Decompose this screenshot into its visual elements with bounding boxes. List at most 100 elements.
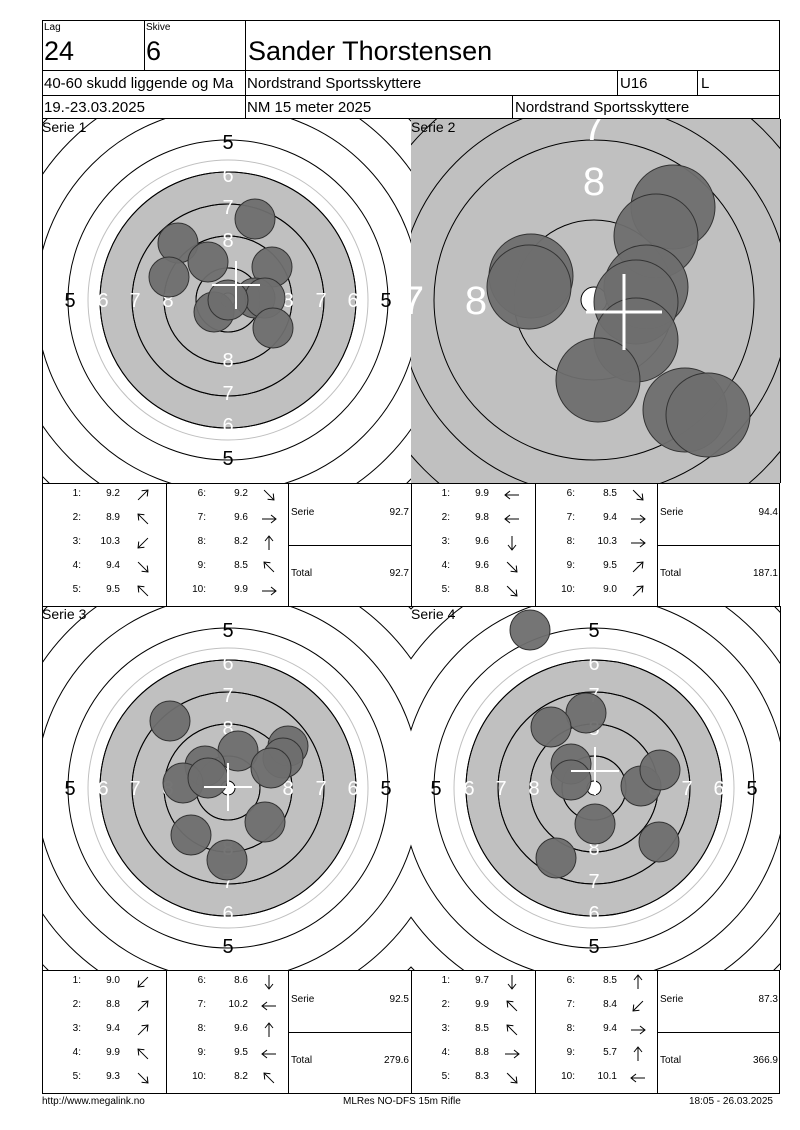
shot-hole	[665, 372, 751, 458]
shot-value: 9.4	[603, 512, 617, 523]
direction-arrow-icon	[630, 1073, 645, 1083]
direction-arrow-icon	[137, 585, 149, 597]
shot-number: 10:	[192, 584, 206, 595]
total-label: Total	[660, 1055, 682, 1066]
target-ring-number: 7	[315, 778, 326, 800]
shot-number: 7:	[566, 512, 575, 523]
total-value: 366.9	[752, 1055, 778, 1066]
shot-value: 8.6	[234, 975, 248, 986]
shot-hole	[639, 749, 681, 791]
shot-row: 7: 9.4	[535, 512, 657, 528]
shot-hole	[207, 279, 249, 321]
target-ring-number: 5	[222, 448, 233, 470]
target-ring-number: 7	[315, 290, 326, 312]
shot-number: 6:	[566, 975, 575, 986]
shot-row: 3:9.6	[412, 536, 534, 552]
target-ring-number: 5	[430, 778, 441, 800]
shot-number: 6:	[566, 488, 575, 499]
shot-hole	[535, 837, 577, 879]
direction-arrow-icon	[506, 561, 518, 573]
direction-arrow-icon	[263, 489, 275, 501]
target-ring-number: 8	[222, 230, 233, 252]
shot-row: 1:9.7	[412, 975, 534, 991]
shot-number: 4:	[72, 560, 81, 571]
serie-1-label: Serie 1	[42, 119, 87, 135]
direction-arrow-icon	[137, 976, 149, 988]
total-value: 279.6	[383, 1055, 409, 1066]
table-divider	[657, 1032, 780, 1033]
serie-4-label: Serie 4	[411, 606, 456, 622]
shot-value: 9.6	[475, 560, 489, 571]
serie-3-label: Serie 3	[42, 606, 87, 622]
target-ring	[163, 235, 293, 365]
shot-value: 8.3	[475, 1071, 489, 1082]
shot-value: 9.4	[106, 560, 120, 571]
shot-number: 5:	[72, 1071, 81, 1082]
direction-arrow-icon	[263, 1072, 275, 1084]
shot-row: 9:9.5	[535, 560, 657, 576]
direction-arrow-icon	[261, 1049, 276, 1059]
shot-number: 3:	[72, 536, 81, 547]
shot-row: 3:10.3	[43, 536, 165, 552]
target-ring-number: 5	[64, 778, 75, 800]
target-ring-number: 6	[222, 653, 233, 675]
shot-row: 4:8.8	[412, 1047, 534, 1063]
shot-value: 8.8	[475, 584, 489, 595]
direction-arrow-icon	[137, 1000, 149, 1012]
shot-value: 9.9	[475, 999, 489, 1010]
club-name-2: Nordstrand Sportsskyttere	[515, 99, 690, 116]
shot-number: 3:	[441, 1023, 450, 1034]
side-label: L	[701, 75, 710, 92]
direction-arrow-icon	[137, 1024, 149, 1036]
shot-row: 8:10.3	[535, 536, 657, 552]
target-ring-number: 7	[583, 119, 605, 149]
direction-arrow-icon	[264, 535, 274, 550]
shot-row: 7:8.4	[535, 999, 657, 1015]
shot-value: 8.5	[603, 975, 617, 986]
shot-number: 8:	[566, 536, 575, 547]
shot-row: 4:9.9	[43, 1047, 165, 1063]
total-label: Total	[291, 568, 313, 579]
shot-number: 9:	[197, 560, 206, 571]
shot-value: 8.5	[475, 1023, 489, 1034]
shot-number: 7:	[566, 999, 575, 1010]
shot-hole	[555, 337, 641, 423]
serie-sum-value: 92.5	[389, 994, 409, 1005]
shot-value: 8.2	[234, 536, 248, 547]
footer-software: MLRes NO-DFS 15m Rifle	[343, 1096, 461, 1107]
direction-arrow-icon	[631, 514, 646, 524]
shot-hole	[486, 244, 572, 330]
shot-value: 9.0	[603, 584, 617, 595]
direction-arrow-icon	[507, 536, 517, 551]
shot-value: 9.6	[234, 512, 248, 523]
shot-value: 9.5	[106, 584, 120, 595]
serie-sum-value: 92.7	[389, 507, 409, 518]
table-divider	[657, 545, 780, 546]
shot-number: 2:	[441, 512, 450, 523]
target-ring-number: 7	[495, 778, 506, 800]
total-label: Total	[660, 568, 682, 579]
direction-arrow-icon	[506, 1072, 518, 1084]
total-value: 92.7	[389, 568, 409, 579]
shot-row: 4: 9.4	[43, 560, 165, 576]
shot-row: 9:5.7	[535, 1046, 657, 1063]
shot-hole	[574, 803, 616, 845]
dates: 19.-23.03.2025	[44, 99, 145, 116]
shot-value: 9.5	[603, 560, 617, 571]
serie-sum-label: Serie	[660, 507, 684, 518]
target-ring	[99, 171, 357, 429]
serie-2-label: Serie 2	[411, 119, 456, 135]
shot-value: 9.2	[234, 488, 248, 499]
target-black-edge	[453, 647, 735, 929]
shot-hole	[250, 747, 292, 789]
shot-row: 8:8.2	[166, 535, 288, 552]
target-ring-number: 5	[380, 778, 391, 800]
shot-hole	[244, 801, 286, 843]
shot-number: 4:	[441, 560, 450, 571]
shot-row: 7:9.6	[166, 512, 288, 528]
target-ring	[465, 659, 723, 917]
